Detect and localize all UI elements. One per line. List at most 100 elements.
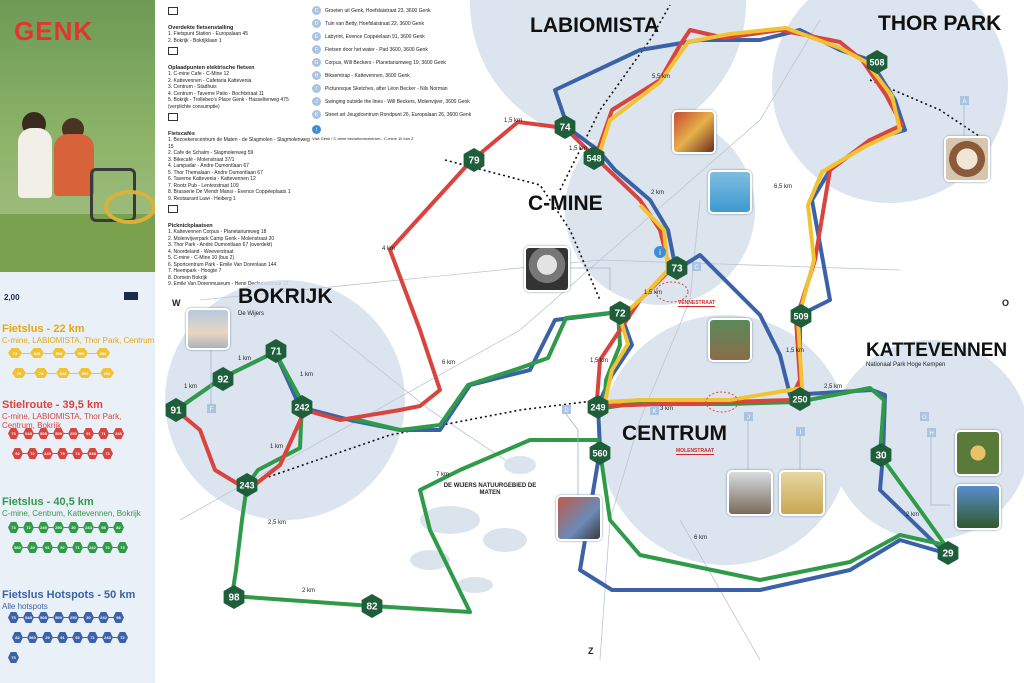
legend-item: 1. C-mine Cafe - C-Mine 12: [168, 71, 230, 77]
distance-label: 2 km: [302, 588, 316, 594]
route-fietslus-40[interactable]: Fietslus - 40,5 km C-mine, Centrum, Katt…: [2, 496, 141, 518]
legend-item: 5. Bokrijk - Trollebeo's Place Genk - Ha…: [168, 97, 289, 110]
route-node-badge: 509: [53, 428, 64, 439]
route-node-242[interactable]: [291, 395, 313, 419]
rail-line: [559, 4, 671, 191]
poi-text: Biksemtrap - Kattevennen, 3600 Genk: [325, 72, 410, 79]
route-stielroute[interactable]: Stielroute - 39,5 km C-mine, LABIOMISTA,…: [2, 399, 155, 430]
distance-label: 1 km: [238, 356, 252, 362]
poi-marker-d[interactable]: [562, 405, 571, 414]
thumb-kattevennen-h[interactable]: [955, 484, 1001, 530]
route-node-91[interactable]: [165, 398, 187, 422]
route-node-79[interactable]: [463, 148, 485, 172]
route-node-badge: 508: [52, 348, 66, 358]
route-node-30[interactable]: [870, 443, 892, 467]
route-node-98[interactable]: [223, 585, 245, 609]
poi-marker-text: F: [210, 407, 214, 413]
thumb-centrum-j[interactable]: [727, 470, 773, 516]
vennestraat-zone: [655, 281, 689, 303]
distance-label: 1,5 km: [786, 348, 805, 354]
thumb-kattevennen-g[interactable]: [955, 430, 1001, 476]
connector: [565, 413, 579, 495]
route-subtitle: C-mine, Centrum, Kattevennen, Bokrijk: [2, 509, 141, 518]
poi-marker-j[interactable]: [744, 412, 753, 421]
distance-label: 1 km: [300, 372, 314, 378]
thumb-vennestraat[interactable]: [708, 318, 752, 362]
wijers-ponds: [410, 456, 536, 593]
poi-marker-text: J: [747, 415, 750, 421]
route-node-92[interactable]: [212, 367, 234, 391]
poi-marker-g[interactable]: [920, 412, 929, 421]
poi-marker-h[interactable]: [927, 428, 936, 437]
route-node-74[interactable]: [554, 115, 576, 139]
poi-marker-k[interactable]: [650, 406, 659, 415]
legend-item: 3. Bikecafé - Molenstraat 37/1: [168, 156, 235, 163]
route-fietslus-22[interactable]: Fietslus - 22 km C-mine, LABIOMISTA, Tho…: [2, 323, 154, 345]
route-node-71[interactable]: [265, 339, 287, 363]
thumb-cmine-sign[interactable]: [708, 170, 752, 214]
legend-item: 2. Bokrijk - Bokrijklaan 1: [168, 37, 222, 44]
legend-item: 1. Kattevennen Corpus - Planetariumweg 1…: [168, 229, 267, 235]
legend-item: 4. Lampadar - Andre Dumontlaan 67: [168, 163, 249, 169]
route-node-560[interactable]: [589, 441, 611, 465]
info-marker[interactable]: [654, 246, 666, 258]
distance-label: 2,5 km: [824, 384, 843, 390]
route-node-label: 29: [942, 549, 954, 560]
distance-label: 4 km: [382, 246, 396, 252]
route-node-badge: 560: [12, 542, 23, 553]
route-node-label: 560: [592, 449, 607, 459]
legend-section-icon: [168, 47, 178, 55]
route-node-249[interactable]: [587, 395, 609, 419]
poi-marker-f[interactable]: [207, 404, 216, 413]
route-node-508[interactable]: [866, 50, 888, 74]
railway-lines: [244, 4, 986, 486]
poi-text: Fietsen door het water - Pad 3600, 3600 …: [325, 46, 428, 53]
poi-marker-a[interactable]: [960, 96, 969, 105]
route-node-badge: 92: [72, 632, 83, 643]
route-node-link: [94, 617, 98, 618]
route-node-82[interactable]: [361, 594, 383, 618]
thumb-thorpark[interactable]: [944, 136, 990, 182]
legend-section-icon: [168, 205, 178, 213]
route-node-badge: 250: [96, 348, 110, 358]
thumb-centrum-i[interactable]: [779, 470, 825, 516]
route-node-badge: 91: [42, 542, 53, 553]
route-node-72[interactable]: [609, 301, 631, 325]
route-node-badge: 74: [72, 448, 83, 459]
area-sublabel-kattevennen: Nationaal Park Hoge Kempen: [866, 362, 946, 368]
compass-east: O: [1002, 298, 1010, 308]
route-node-509[interactable]: [790, 304, 812, 328]
route-node-badge: 72: [23, 522, 34, 533]
connector: [930, 437, 950, 506]
compass-south: Z: [588, 646, 594, 656]
distance-label: 7 km: [436, 472, 450, 478]
route-node-badge: 509: [53, 612, 64, 623]
thumb-cmine-tower[interactable]: [524, 246, 570, 292]
route-node-29[interactable]: [937, 541, 959, 565]
poi-marker-i[interactable]: [796, 427, 805, 436]
poi-marker-text: G: [922, 415, 927, 421]
road: [329, 329, 521, 471]
thumb-bokrijk[interactable]: [186, 308, 230, 350]
poi-marker-c[interactable]: [692, 262, 701, 271]
route-node-link: [109, 527, 113, 528]
distance-label: 6 km: [694, 535, 708, 541]
route-node-548[interactable]: [583, 146, 605, 170]
route-node-link: [19, 617, 23, 618]
thumb-cmine-art[interactable]: [672, 110, 716, 154]
route-node-243[interactable]: [236, 473, 258, 497]
route-hotspots[interactable]: Fietslus Hotspots - 50 km Alle hotspots: [2, 589, 135, 611]
route-node-badge: 91: [83, 428, 94, 439]
thumb-wijers-d[interactable]: [556, 495, 602, 541]
route-node-link: [48, 373, 56, 374]
route-node-badge: 73: [102, 448, 113, 459]
route-node-250[interactable]: [789, 387, 811, 411]
pond: [420, 506, 480, 534]
route-node-73[interactable]: [666, 256, 688, 280]
photo-person: [54, 134, 94, 196]
distance-label: 1 km: [270, 444, 284, 450]
area-label-cmine: C-MINE: [528, 192, 603, 215]
route-node-label: 74: [559, 123, 571, 134]
